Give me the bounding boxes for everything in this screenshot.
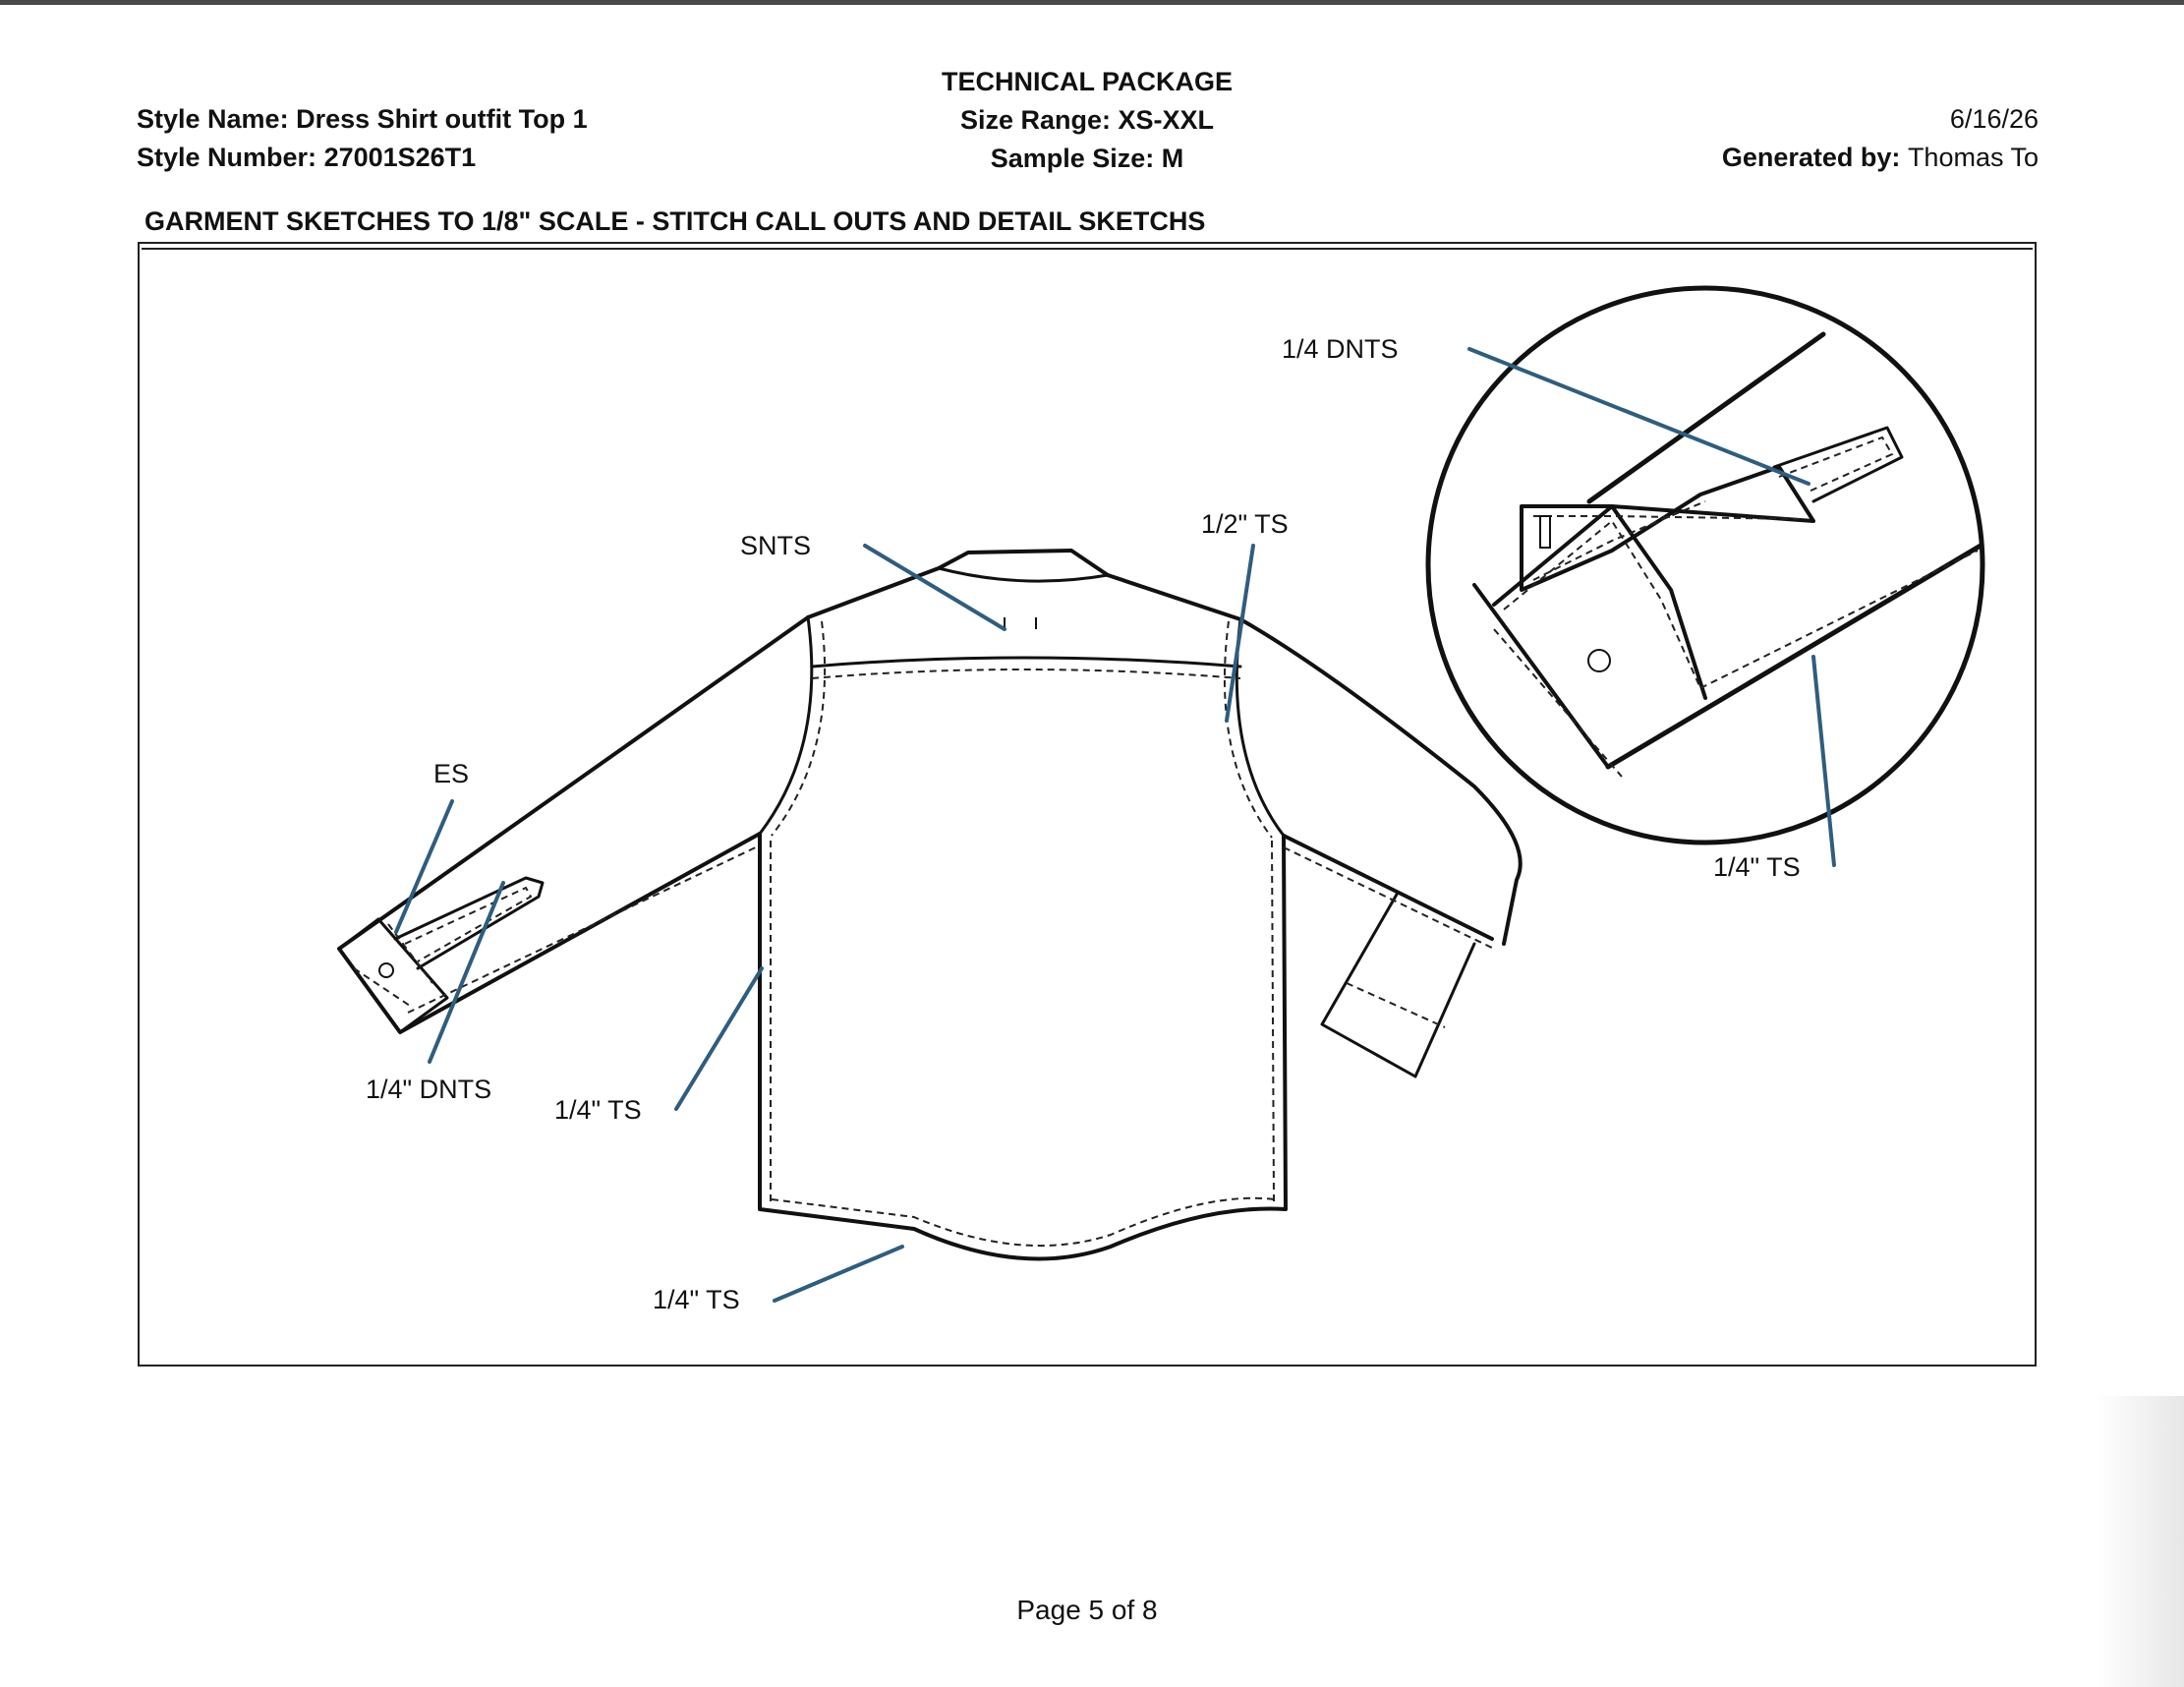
left-placket	[393, 876, 545, 970]
detail-circle	[1425, 285, 1985, 845]
left-sleeve	[337, 615, 810, 1034]
document-date: 6/16/26	[1949, 104, 2039, 134]
sketch-frame	[138, 242, 2037, 1367]
collar-band	[937, 566, 1110, 583]
detail-buttonhole	[1539, 515, 1551, 549]
detail-tab-stitch	[1778, 436, 1894, 493]
style-name-row: Style Name: Dress Shirt outfit Top 1	[137, 100, 588, 139]
callout-dnts-detail: 1/4 DNTS	[1282, 334, 1399, 364]
detail-placket-end	[1772, 426, 1904, 503]
style-name-label: Style Name:	[137, 104, 289, 134]
size-range-row: Size Range: XS-XXL	[0, 101, 2174, 140]
sketch-frame-inner-rule	[142, 248, 2033, 1365]
style-number-label: Style Number:	[137, 143, 317, 172]
right-armhole	[1235, 617, 1286, 838]
callout-ts-hem: 1/4" TS	[653, 1285, 740, 1314]
style-number-row: Style Number: 27001S26T1	[137, 139, 588, 177]
leader-es	[394, 799, 454, 934]
left-armhole-stitch	[771, 620, 827, 837]
detail-placket-tab	[1520, 465, 1815, 592]
document-title: TECHNICAL PACKAGE	[941, 67, 1233, 96]
left-sleeve-stitch	[407, 844, 761, 1014]
detail-cuff	[1472, 504, 1707, 769]
left-cuff-button	[378, 962, 394, 978]
callout-ts-side: 1/4" TS	[554, 1095, 642, 1125]
generated-by-value: Thomas To	[1907, 143, 2039, 172]
package-info-block: TECHNICAL PACKAGE Size Range: XS-XXL Sam…	[0, 63, 2174, 178]
shirt-back-body	[758, 566, 1288, 1261]
detail-placket-stitch	[1532, 500, 1805, 581]
collar	[937, 549, 1110, 577]
leader-dnts-detail	[1467, 347, 1810, 486]
right-cuff-stitch	[1346, 982, 1446, 1028]
page-edge-shadow	[2096, 1396, 2184, 1687]
leader-ts-yoke	[1225, 544, 1255, 723]
left-cuff	[337, 917, 449, 1034]
sample-size-value: M	[1161, 144, 1184, 173]
right-sleeve-stitch	[1283, 846, 1495, 950]
top-border	[0, 0, 2184, 5]
snts-stitch-marks	[1004, 617, 1037, 629]
leader-snts	[863, 544, 1006, 631]
detail-cuff-button	[1587, 649, 1611, 672]
style-name-value: Dress Shirt outfit Top 1	[296, 104, 588, 134]
size-range-value: XS-XXL	[1118, 105, 1215, 135]
callout-ts-cuff-detail: 1/4" TS	[1713, 852, 1801, 882]
leader-ts-cuff-detail	[1811, 655, 1836, 867]
right-side-stitch	[1271, 840, 1275, 1202]
left-cuff-stitch	[353, 923, 433, 1009]
section-title: GARMENT SKETCHES TO 1/8" SCALE - STITCH …	[144, 206, 1206, 236]
yoke-seam	[810, 656, 1242, 669]
sample-size-row: Sample Size: M	[0, 140, 2174, 178]
callout-ts-yoke: 1/2" TS	[1201, 509, 1289, 539]
callout-dnts-sleeve: 1/4" DNTS	[366, 1075, 492, 1104]
sample-size-label: Sample Size:	[990, 144, 1155, 173]
generated-by-row: Generated by: Thomas To	[1722, 139, 2039, 177]
right-sleeve	[1238, 617, 1523, 946]
callout-es: ES	[433, 759, 470, 788]
detail-sleeve-stitch	[1699, 550, 1979, 689]
right-armhole-stitch	[1224, 620, 1273, 839]
detail-cuff-stitch	[1493, 519, 1701, 778]
leader-ts-side	[674, 966, 764, 1111]
generation-info-block: 6/16/26 Generated by: Thomas To	[1722, 100, 2039, 177]
leader-dnts-sleeve	[428, 881, 505, 1064]
right-cuff	[1320, 891, 1476, 1078]
callout-snts: SNTS	[740, 531, 812, 560]
left-armhole	[758, 615, 814, 836]
detail-sleeve-edge	[1586, 331, 1983, 770]
style-number-value: 27001S26T1	[323, 143, 477, 172]
page-number: Page 5 of 8	[1016, 1595, 1158, 1625]
size-range-label: Size Range:	[959, 105, 1111, 135]
yoke-stitch	[811, 669, 1241, 679]
style-info-block: Style Name: Dress Shirt outfit Top 1 Sty…	[137, 100, 588, 177]
hem-stitch	[771, 1196, 1275, 1248]
leader-ts-hem	[773, 1245, 904, 1303]
generated-by-label: Generated by:	[1721, 143, 1901, 172]
